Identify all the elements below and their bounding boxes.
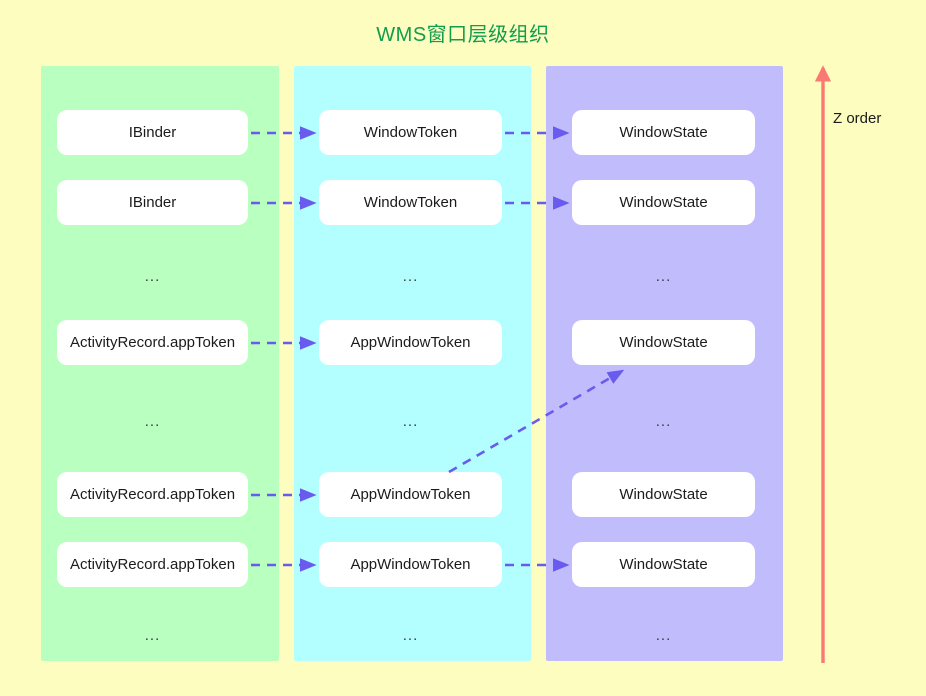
node-appwindowtoken-2[interactable]: AppWindowToken (319, 472, 502, 517)
ellipsis-windowstate-1: ... (655, 268, 672, 285)
node-appwindowtoken-3[interactable]: AppWindowToken (319, 542, 502, 587)
ellipsis-ibinder-2: ... (144, 413, 161, 430)
node-windowstate-5[interactable]: WindowState (572, 542, 755, 587)
node-activityrecord-apptoken-1[interactable]: ActivityRecord.appToken (57, 320, 248, 365)
node-ibinder-1[interactable]: IBinder (57, 110, 248, 155)
ellipsis-windowtoken-2: ... (402, 413, 419, 430)
node-windowstate-3[interactable]: WindowState (572, 320, 755, 365)
node-activityrecord-apptoken-2[interactable]: ActivityRecord.appToken (57, 472, 248, 517)
ellipsis-windowstate-3: ... (655, 627, 672, 644)
node-ibinder-2[interactable]: IBinder (57, 180, 248, 225)
ellipsis-windowstate-2: ... (655, 413, 672, 430)
ellipsis-windowtoken-1: ... (402, 268, 419, 285)
ellipsis-windowtoken-3: ... (402, 627, 419, 644)
node-appwindowtoken-1[interactable]: AppWindowToken (319, 320, 502, 365)
node-windowstate-4[interactable]: WindowState (572, 472, 755, 517)
page-title: WMS窗口层级组织 (376, 24, 550, 46)
node-windowstate-1[interactable]: WindowState (572, 110, 755, 155)
z-order-label: Z order (833, 110, 882, 127)
ellipsis-ibinder-1: ... (144, 268, 161, 285)
node-windowstate-2[interactable]: WindowState (572, 180, 755, 225)
node-windowtoken-1[interactable]: WindowToken (319, 110, 502, 155)
ellipsis-ibinder-3: ... (144, 627, 161, 644)
node-windowtoken-2[interactable]: WindowToken (319, 180, 502, 225)
node-activityrecord-apptoken-3[interactable]: ActivityRecord.appToken (57, 542, 248, 587)
